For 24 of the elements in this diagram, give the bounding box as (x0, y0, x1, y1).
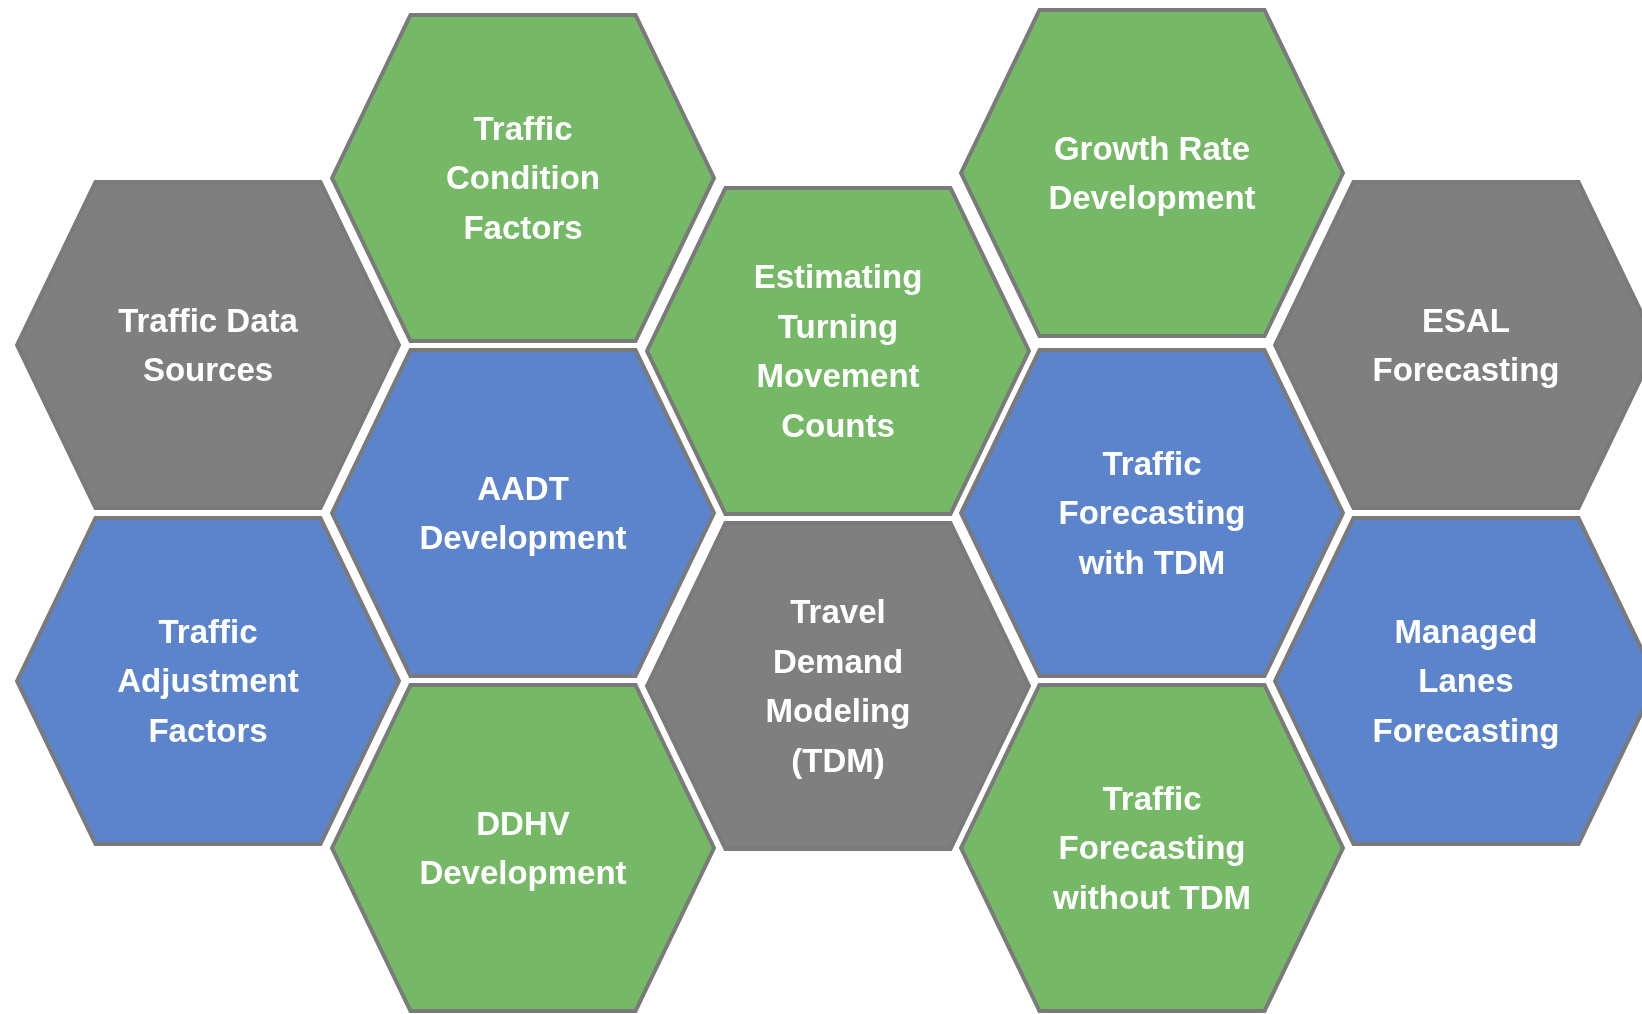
tile-label: Managed Lanes Forecasting (1371, 611, 1561, 751)
hexagon-tile (329, 347, 717, 679)
hexagon-tile (958, 7, 1346, 339)
hexagon-tile (958, 347, 1346, 679)
hexagon-tile (958, 682, 1346, 1014)
tile-label: Traffic Condition Factors (445, 108, 601, 248)
tile-label: Growth Rate Development (1047, 128, 1257, 218)
hexagon-tile (14, 515, 402, 847)
hexagon-tile (329, 682, 717, 1014)
tile-label: Traffic Data Sources (117, 300, 299, 390)
tile-label: AADT Development (418, 468, 628, 558)
tile-label: DDHV Development (418, 803, 628, 893)
hexagon-tile (1272, 179, 1642, 511)
tile-label: Traffic Adjustment Factors (116, 611, 300, 751)
tile-label: ESAL Forecasting (1371, 300, 1561, 390)
hexagon-tile (329, 12, 717, 344)
hexagon-tile (644, 520, 1032, 852)
hexagon-tile (644, 185, 1032, 517)
tile-label: Traffic Forecasting with TDM (1057, 443, 1247, 583)
hexagon-tile (14, 179, 402, 511)
tile-label: Travel Demand Modeling (TDM) (764, 592, 912, 781)
hexagon-tile (1272, 515, 1642, 847)
tile-label: Traffic Forecasting without TDM (1052, 778, 1252, 918)
tile-label: Estimating Turning Movement Counts (752, 257, 924, 446)
